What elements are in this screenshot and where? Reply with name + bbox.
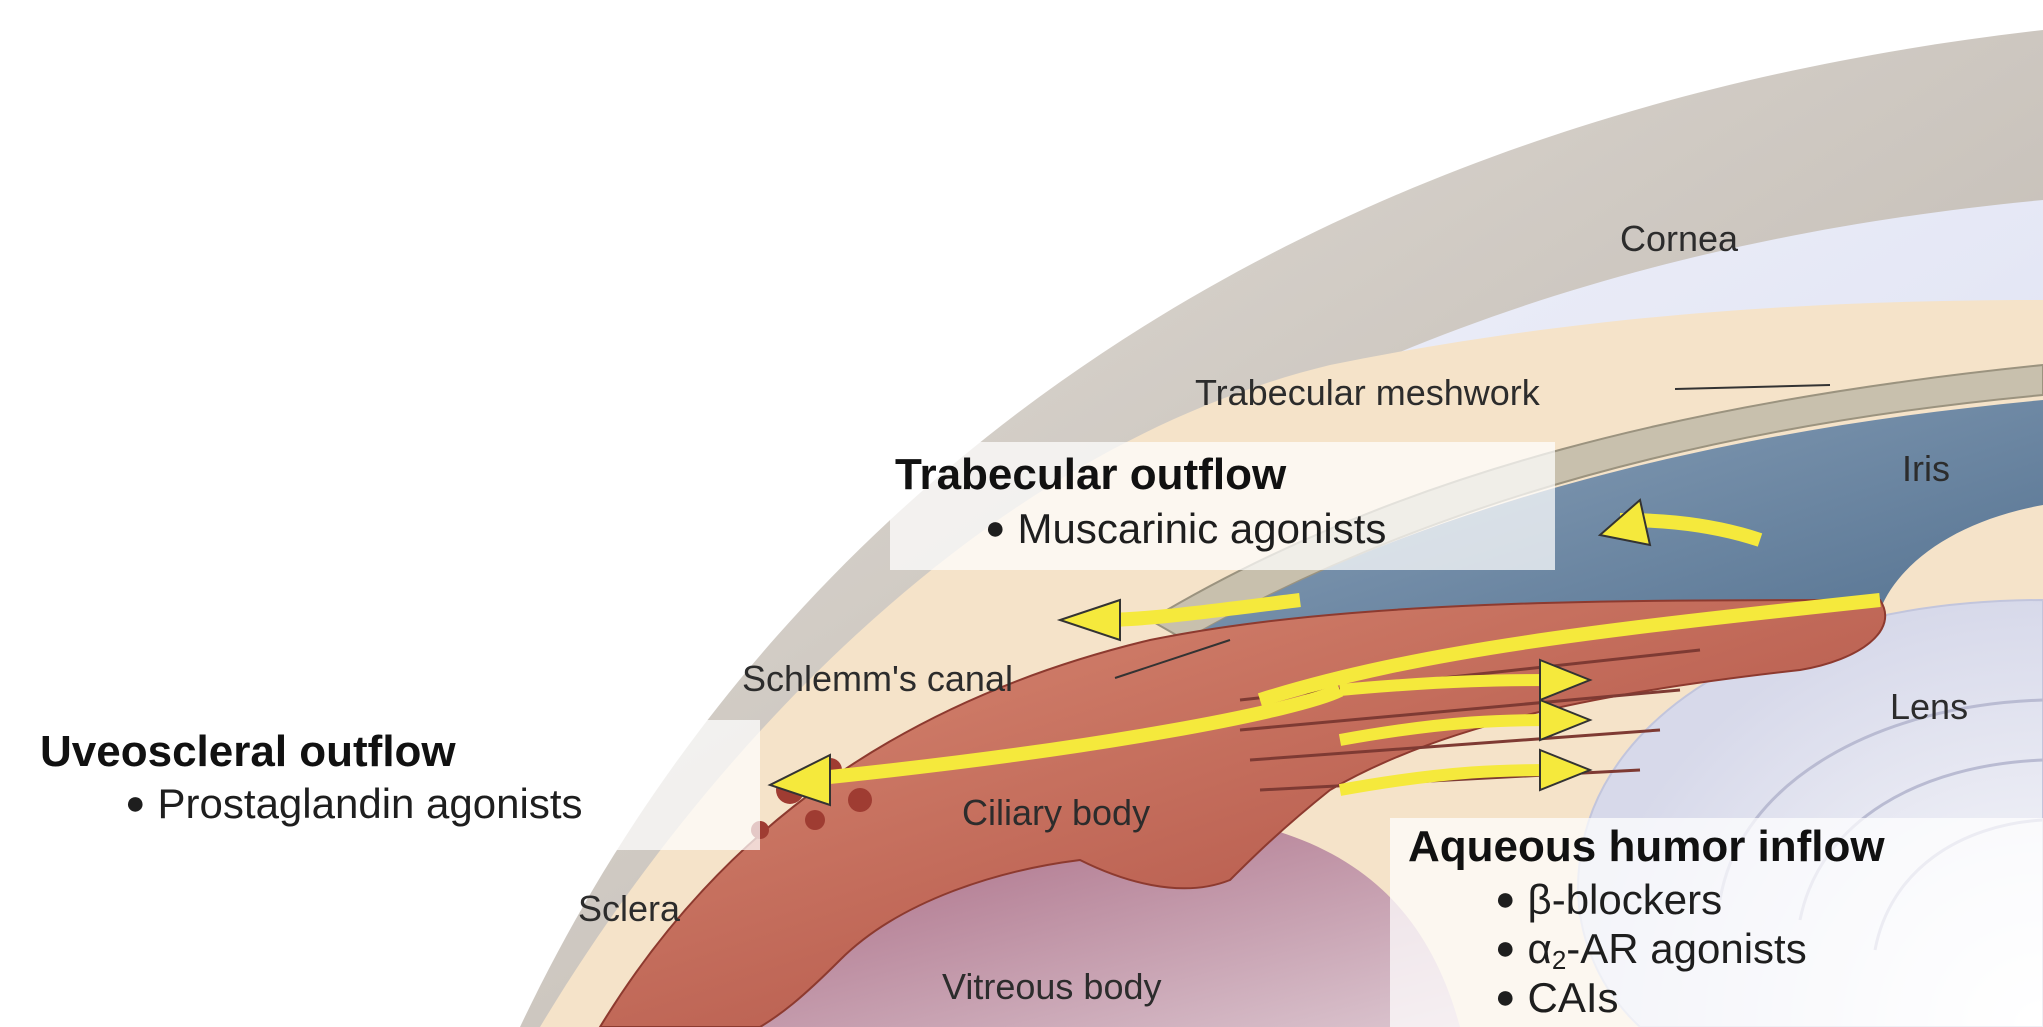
aqueous-drug-item-1: ● β-blockers bbox=[1495, 876, 1722, 924]
drug-beta-blockers: β-blockers bbox=[1528, 876, 1723, 923]
trabecular-outflow-title: Trabecular outflow bbox=[895, 450, 1286, 500]
label-ciliary-body: Ciliary body bbox=[962, 792, 1150, 834]
label-lens: Lens bbox=[1890, 686, 1968, 728]
bullet-icon: ● bbox=[985, 509, 1006, 547]
label-schlemms-canal: Schlemm's canal bbox=[742, 658, 1013, 700]
label-cornea: Cornea bbox=[1620, 218, 1738, 260]
label-sclera: Sclera bbox=[578, 888, 680, 930]
drug-muscarinic-agonists: Muscarinic agonists bbox=[1018, 505, 1387, 552]
label-vitreous-body: Vitreous body bbox=[942, 966, 1161, 1008]
uveoscleral-drug-item: ● Prostaglandin agonists bbox=[125, 780, 583, 828]
bullet-icon: ● bbox=[1495, 880, 1516, 918]
label-iris: Iris bbox=[1902, 448, 1950, 490]
bullet-icon: ● bbox=[125, 784, 146, 822]
trabecular-drug-item: ● Muscarinic agonists bbox=[985, 505, 1386, 553]
drug-alpha-symbol: α bbox=[1528, 925, 1552, 972]
drug-ar-agonists: -AR agonists bbox=[1566, 925, 1806, 972]
aqueous-inflow-title: Aqueous humor inflow bbox=[1408, 822, 1885, 872]
bullet-icon: ● bbox=[1495, 978, 1516, 1016]
aqueous-drug-item-3: ● CAIs bbox=[1495, 974, 1619, 1022]
label-trabecular-meshwork: Trabecular meshwork bbox=[1195, 372, 1540, 414]
bullet-icon: ● bbox=[1495, 929, 1516, 967]
drug-alpha-subscript: 2 bbox=[1552, 945, 1566, 975]
aqueous-drug-item-2: ● α2-AR agonists bbox=[1495, 925, 1807, 976]
drug-prostaglandin-agonists: Prostaglandin agonists bbox=[158, 780, 583, 827]
drug-cais: CAIs bbox=[1528, 974, 1619, 1021]
uveoscleral-outflow-title: Uveoscleral outflow bbox=[40, 727, 456, 777]
